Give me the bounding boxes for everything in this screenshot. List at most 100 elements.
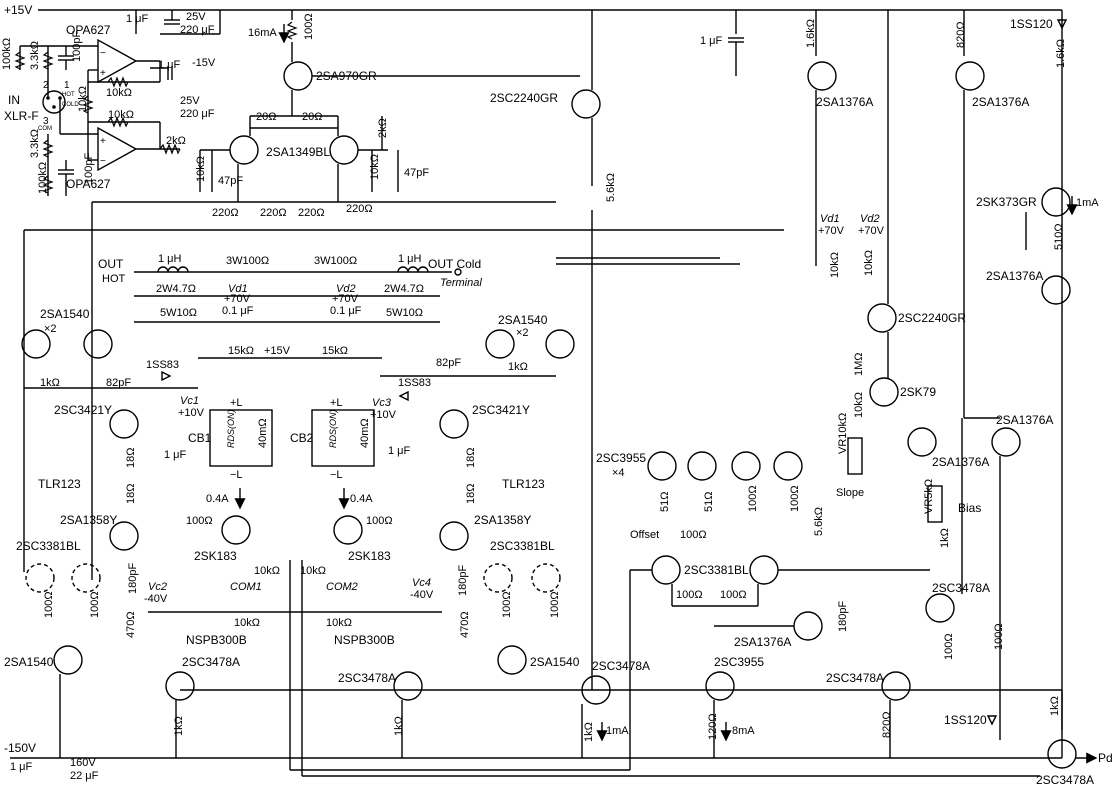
svg-text:1kΩ: 1kΩ — [583, 722, 595, 742]
svg-text:51Ω: 51Ω — [703, 492, 715, 512]
svg-text:2SA1376A: 2SA1376A — [972, 95, 1029, 109]
input-label: IN — [8, 93, 20, 107]
svg-text:2SA1376A: 2SA1376A — [816, 95, 873, 109]
svg-text:15kΩ: 15kΩ — [322, 345, 348, 357]
svg-text:HOT: HOT — [102, 273, 126, 285]
transistor-2sc3955-3 — [731, 451, 761, 481]
svg-text:220 μF: 220 μF — [180, 24, 215, 36]
rails: +15V -150V — [4, 3, 1063, 759]
svg-text:100Ω: 100Ω — [501, 591, 513, 618]
svg-text:15kΩ: 15kΩ — [228, 345, 254, 357]
transistor-2sc2240-mid — [867, 303, 897, 333]
svg-text:TLR123: TLR123 — [502, 477, 545, 491]
svg-text:100Ω: 100Ω — [680, 529, 707, 541]
transistor-2sc3381-r1 — [483, 563, 513, 593]
diff-stage: 100Ω 16mA 2SA970GR 2SA1349BL 20Ω 20Ω 2kΩ… — [92, 10, 580, 219]
transistor-2sc3955-1 — [647, 451, 677, 481]
svg-text:100Ω: 100Ω — [789, 485, 801, 512]
out-cold-terminal[interactable] — [454, 268, 462, 276]
svg-text:2SA1358Y: 2SA1358Y — [60, 513, 117, 527]
svg-text:220Ω: 220Ω — [346, 203, 373, 215]
svg-text:2SC3381BL: 2SC3381BL — [684, 563, 749, 577]
xlr-pin — [52, 105, 56, 109]
svg-text:1kΩ: 1kΩ — [173, 716, 185, 736]
svg-text:100kΩ: 100kΩ — [1, 38, 13, 70]
svg-text:Vd2: Vd2 — [860, 213, 880, 225]
opamp-bottom-label: OPA627 — [66, 177, 111, 191]
svg-text:1mA: 1mA — [606, 725, 629, 737]
svg-text:220Ω: 220Ω — [298, 207, 325, 219]
opamp-top — [97, 38, 138, 84]
svg-text:RDS(ON): RDS(ON) — [226, 410, 236, 449]
svg-text:470Ω: 470Ω — [459, 611, 471, 638]
svg-text:1 μH: 1 μH — [398, 253, 422, 265]
transistor-2sa1540-r2 — [545, 329, 575, 359]
svg-text:+70V: +70V — [224, 293, 251, 305]
svg-text:OUT: OUT — [98, 257, 124, 271]
svg-text:180pF: 180pF — [127, 563, 139, 594]
svg-text:1kΩ: 1kΩ — [1049, 696, 1061, 716]
svg-text:1 μF: 1 μF — [164, 449, 187, 461]
svg-text:+70V: +70V — [818, 225, 845, 237]
svg-text:2SC3478A: 2SC3478A — [182, 655, 240, 669]
resistor — [82, 95, 94, 114]
svg-text:2W4.7Ω: 2W4.7Ω — [384, 283, 424, 295]
svg-text:Bias: Bias — [958, 501, 981, 515]
svg-text:25V: 25V — [180, 95, 200, 107]
svg-text:×2: ×2 — [516, 327, 529, 339]
transistor-2sc3478-pd — [1047, 739, 1077, 769]
svg-text:100Ω: 100Ω — [549, 591, 561, 618]
interconnect-wires — [175, 418, 1062, 777]
svg-text:+: + — [100, 136, 106, 147]
svg-text:2SC3478A: 2SC3478A — [932, 581, 990, 595]
svg-text:100Ω: 100Ω — [303, 13, 315, 40]
svg-text:2SA1540: 2SA1540 — [530, 655, 580, 669]
svg-text:-15V: -15V — [192, 57, 216, 69]
svg-text:−: − — [100, 48, 106, 59]
svg-text:OUT Cold: OUT Cold — [428, 257, 481, 271]
svg-text:COM1: COM1 — [230, 581, 262, 593]
svg-text:2SC3421Y: 2SC3421Y — [54, 403, 112, 417]
svg-text:0.1 μF: 0.1 μF — [330, 305, 362, 317]
resistor — [107, 76, 129, 88]
svg-text:10kΩ: 10kΩ — [254, 565, 280, 577]
svg-text:1.6kΩ: 1.6kΩ — [1055, 39, 1067, 68]
svg-text:1 μF: 1 μF — [158, 59, 181, 71]
svg-text:180pF: 180pF — [837, 601, 849, 632]
svg-text:COM2: COM2 — [326, 581, 358, 593]
svg-text:820Ω: 820Ω — [955, 21, 967, 48]
svg-text:2SC3381BL: 2SC3381BL — [16, 539, 81, 553]
svg-text:510Ω: 510Ω — [1053, 223, 1065, 250]
svg-text:51Ω: 51Ω — [659, 492, 671, 512]
svg-text:CB1: CB1 — [188, 431, 212, 445]
svg-text:10kΩ: 10kΩ — [195, 156, 207, 182]
svg-text:40mΩ: 40mΩ — [257, 418, 269, 448]
svg-text:10kΩ: 10kΩ — [234, 617, 260, 629]
svg-text:160V: 160V — [70, 757, 96, 769]
svg-text:+70V: +70V — [858, 225, 885, 237]
svg-text:NSPB300B: NSPB300B — [186, 633, 247, 647]
svg-text:×4: ×4 — [612, 467, 625, 479]
svg-text:180pF: 180pF — [457, 565, 469, 596]
svg-text:RDS(ON): RDS(ON) — [328, 410, 338, 449]
svg-text:470Ω: 470Ω — [125, 611, 137, 638]
transistor-2sc3955-2 — [687, 451, 717, 481]
svg-text:1SS120: 1SS120 — [944, 713, 987, 727]
svg-text:82pF: 82pF — [436, 357, 461, 369]
svg-text:10kΩ: 10kΩ — [326, 617, 352, 629]
svg-text:5W10Ω: 5W10Ω — [160, 307, 197, 319]
svg-text:2SA1540: 2SA1540 — [4, 655, 54, 669]
rail-neg-label: -150V — [4, 741, 36, 755]
svg-text:Vd2: Vd2 — [336, 283, 356, 295]
svg-text:3.3kΩ: 3.3kΩ — [29, 41, 41, 70]
transistor-2sa1540-r1 — [485, 329, 515, 359]
svg-text:5.6kΩ: 5.6kΩ — [605, 173, 617, 202]
svg-text:47pF: 47pF — [404, 167, 429, 179]
svg-text:VR10kΩ: VR10kΩ — [837, 413, 849, 454]
svg-text:2SC3955: 2SC3955 — [596, 451, 646, 465]
svg-text:Vc4: Vc4 — [412, 577, 431, 589]
resistor — [14, 51, 26, 70]
transistor-2sc3478-e — [925, 593, 955, 623]
svg-text:2SA1376A: 2SA1376A — [932, 455, 989, 469]
